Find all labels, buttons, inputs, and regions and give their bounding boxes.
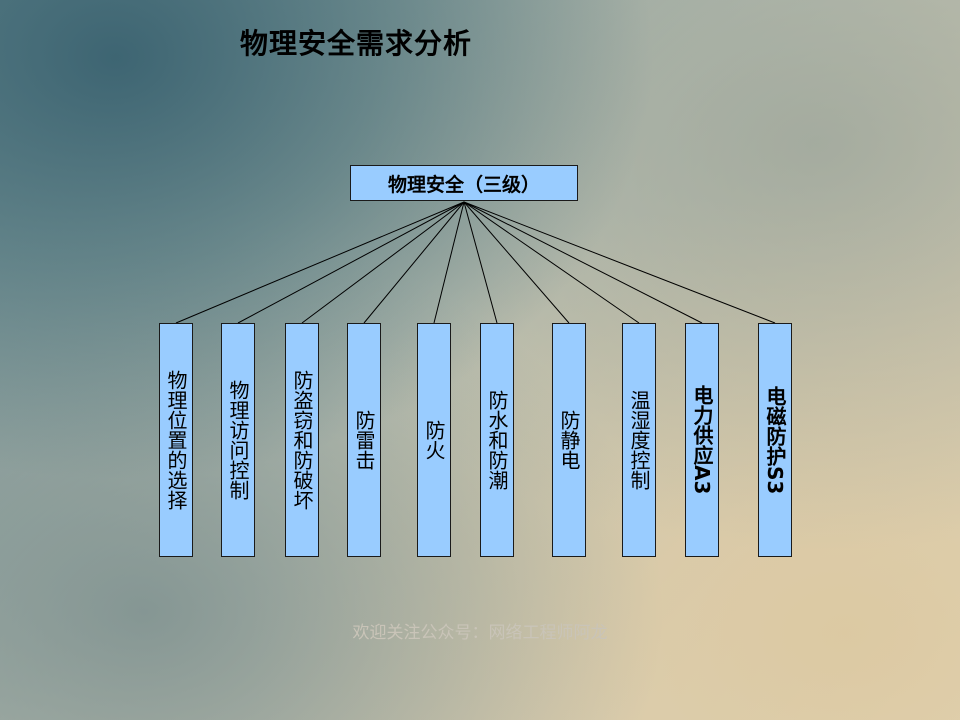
connector-line xyxy=(363,201,465,324)
slide-title: 物理安全需求分析 xyxy=(240,27,473,60)
leaf-node-label: 物理位置的选择 xyxy=(164,370,188,510)
root-node-label: 物理安全（三级） xyxy=(387,173,540,196)
leaf-node-electromagnetic-protection: 电磁防护S3 xyxy=(758,323,792,557)
leaf-node-anti-theft: 防盗窃和防破坏 xyxy=(285,323,319,557)
connector-line xyxy=(463,201,570,324)
root-node: 物理安全（三级） xyxy=(350,165,578,201)
leaf-node-physical-location: 物理位置的选择 xyxy=(159,323,193,557)
leaf-node-power-supply: 电力供应A3 xyxy=(685,323,719,557)
leaf-node-label: 防静电 xyxy=(557,410,581,470)
leaf-node-label: 电力供应A3 xyxy=(690,385,714,495)
leaf-node-label: 电磁防护S3 xyxy=(763,385,787,495)
leaf-node-label: 防盗窃和防破坏 xyxy=(290,370,314,510)
leaf-node-lightning-protection: 防雷击 xyxy=(347,323,381,557)
connector-line xyxy=(433,201,465,324)
connector-line xyxy=(237,201,465,324)
leaf-node-label: 防雷击 xyxy=(352,410,376,470)
leaf-node-temperature-humidity: 温湿度控制 xyxy=(622,323,656,557)
footer-watermark: 欢迎关注公众号：网络工程师阿龙 xyxy=(352,623,608,643)
leaf-node-fire-protection: 防火 xyxy=(417,323,451,557)
leaf-node-anti-static: 防静电 xyxy=(552,323,586,557)
leaf-node-physical-access-control: 物理访问控制 xyxy=(221,323,255,557)
connector-line xyxy=(175,201,465,324)
leaf-node-water-moisture-protection: 防水和防潮 xyxy=(480,323,514,557)
leaf-node-label: 温湿度控制 xyxy=(627,390,651,490)
leaf-node-label: 防火 xyxy=(422,420,446,460)
leaf-node-label: 物理访问控制 xyxy=(226,380,250,500)
connector-line xyxy=(463,201,640,324)
connector-line xyxy=(301,201,465,324)
connector-line xyxy=(463,201,498,324)
connector-line xyxy=(463,201,776,324)
connector-line xyxy=(463,201,703,324)
leaf-node-label: 防水和防潮 xyxy=(485,390,509,490)
